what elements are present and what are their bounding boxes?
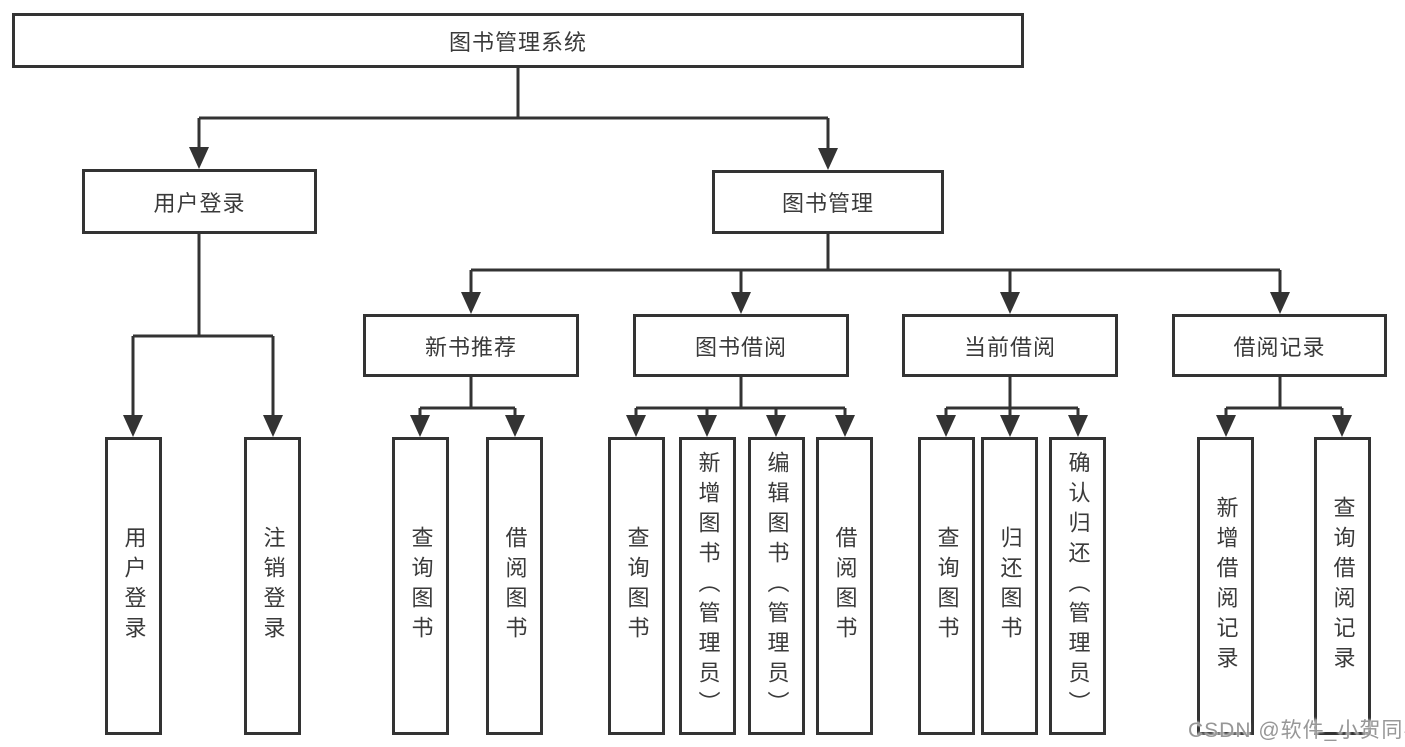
- leaf-nbr-query-books-label: 查询图书: [408, 526, 434, 646]
- leaf-br-query-record: 查询借阅记录: [1314, 437, 1371, 735]
- leaf-user-login: 用户登录: [105, 437, 162, 735]
- leaf-bb-borrow-books: 借阅图书: [816, 437, 873, 735]
- leaf-bb-query-books: 查询图书: [608, 437, 665, 735]
- leaf-nbr-query-books: 查询图书: [392, 437, 449, 735]
- leaf-cb-return-books: 归还图书: [981, 437, 1038, 735]
- node-book-management: 图书管理: [712, 170, 944, 234]
- node-current-borrow-label: 当前借阅: [963, 334, 1056, 360]
- leaf-bb-add-books-admin-label: 新增图书（管理员）: [695, 451, 721, 721]
- node-user-login: 用户登录: [82, 169, 317, 234]
- leaf-bb-edit-books-admin: 编辑图书（管理员）: [748, 437, 805, 735]
- leaf-logout: 注销登录: [244, 437, 301, 735]
- leaf-cb-confirm-return-admin: 确认归还（管理员）: [1049, 437, 1106, 735]
- leaf-cb-query-books: 查询图书: [918, 437, 975, 735]
- leaf-bb-add-books-admin: 新增图书（管理员）: [679, 437, 736, 735]
- csdn-watermark: CSDN @软件_小贺同学: [1188, 719, 1405, 742]
- node-current-borrow: 当前借阅: [902, 314, 1118, 377]
- leaf-cb-return-books-label: 归还图书: [997, 526, 1023, 646]
- node-new-book-recommend-label: 新书推荐: [424, 334, 517, 360]
- leaf-bb-edit-books-admin-label: 编辑图书（管理员）: [764, 451, 790, 721]
- node-book-borrow: 图书借阅: [633, 314, 849, 377]
- leaf-bb-query-books-label: 查询图书: [624, 526, 650, 646]
- leaf-nbr-borrow-books-label: 借阅图书: [502, 526, 528, 646]
- leaf-br-query-record-label: 查询借阅记录: [1330, 496, 1356, 676]
- node-book-borrow-label: 图书借阅: [694, 334, 787, 360]
- node-user-login-label: 用户登录: [153, 190, 246, 216]
- node-system-root-label: 图书管理系统: [448, 29, 587, 55]
- leaf-logout-label: 注销登录: [260, 526, 286, 646]
- node-system-root: 图书管理系统: [12, 13, 1024, 68]
- node-new-book-recommend: 新书推荐: [363, 314, 579, 377]
- leaf-br-add-record: 新增借阅记录: [1197, 437, 1254, 735]
- leaf-bb-borrow-books-label: 借阅图书: [832, 526, 858, 646]
- leaf-nbr-borrow-books: 借阅图书: [486, 437, 543, 735]
- node-book-management-label: 图书管理: [781, 191, 874, 216]
- node-borrow-records-label: 借阅记录: [1233, 334, 1326, 360]
- leaf-cb-confirm-return-admin-label: 确认归还（管理员）: [1065, 451, 1091, 721]
- leaf-br-add-record-label: 新增借阅记录: [1213, 496, 1239, 676]
- leaf-cb-query-books-label: 查询图书: [934, 526, 960, 646]
- leaf-user-login-label: 用户登录: [121, 526, 147, 646]
- node-borrow-records: 借阅记录: [1172, 314, 1387, 377]
